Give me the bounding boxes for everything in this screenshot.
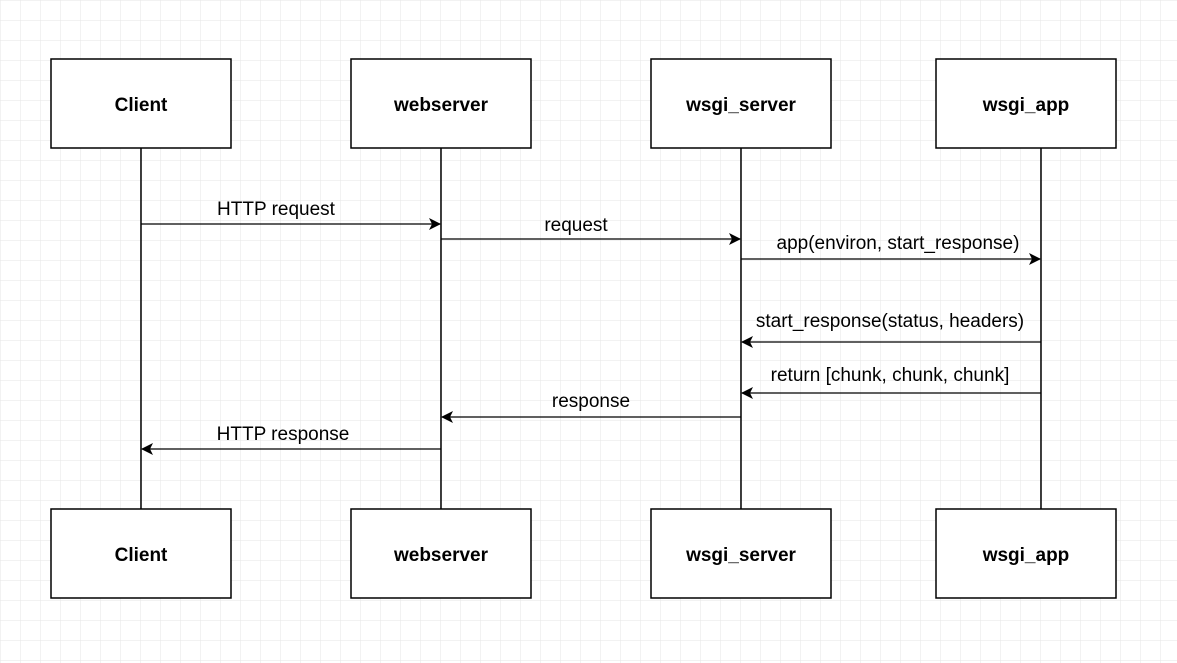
actor-label-wsgi-server-top: wsgi_server (685, 95, 796, 116)
message-label-request: request (544, 215, 608, 236)
message-app-call[interactable]: app(environ, start_response) (741, 233, 1041, 265)
actor-label-wsgi-app-bottom: wsgi_app (982, 545, 1070, 566)
message-request[interactable]: request (441, 215, 741, 245)
messages: HTTP request request app(environ, start_… (141, 199, 1041, 455)
actor-box-bottom-client[interactable]: Client (50, 508, 232, 599)
actor-label-webserver-bottom: webserver (393, 545, 489, 566)
actor-box-bottom-wsgi-server[interactable]: wsgi_server (650, 508, 832, 599)
message-label-start-response: start_response(status, headers) (756, 311, 1024, 332)
actor-box-top-wsgi-server[interactable]: wsgi_server (650, 58, 832, 149)
actor-box-bottom-wsgi-app[interactable]: wsgi_app (935, 508, 1117, 599)
message-return-chunks[interactable]: return [chunk, chunk, chunk] (741, 365, 1041, 399)
message-label-return-chunks: return [chunk, chunk, chunk] (771, 365, 1010, 386)
message-http-response[interactable]: HTTP response (141, 424, 441, 455)
actor-label-wsgi-server-bottom: wsgi_server (685, 545, 796, 566)
actor-box-top-webserver[interactable]: webserver (350, 58, 532, 149)
message-label-http-response: HTTP response (217, 424, 350, 445)
actor-box-top-client[interactable]: Client (50, 58, 232, 149)
message-start-response[interactable]: start_response(status, headers) (741, 311, 1041, 348)
message-label-response: response (552, 391, 630, 412)
message-response[interactable]: response (441, 391, 741, 423)
message-label-app-call: app(environ, start_response) (777, 233, 1020, 254)
message-http-request[interactable]: HTTP request (141, 199, 441, 230)
actor-label-webserver-top: webserver (393, 95, 489, 116)
actor-box-top-wsgi-app[interactable]: wsgi_app (935, 58, 1117, 149)
actor-label-wsgi-app-top: wsgi_app (982, 95, 1070, 116)
actor-label-client-bottom: Client (115, 545, 168, 566)
actor-box-bottom-webserver[interactable]: webserver (350, 508, 532, 599)
actor-label-client-top: Client (115, 95, 168, 116)
message-label-http-request: HTTP request (217, 199, 336, 220)
